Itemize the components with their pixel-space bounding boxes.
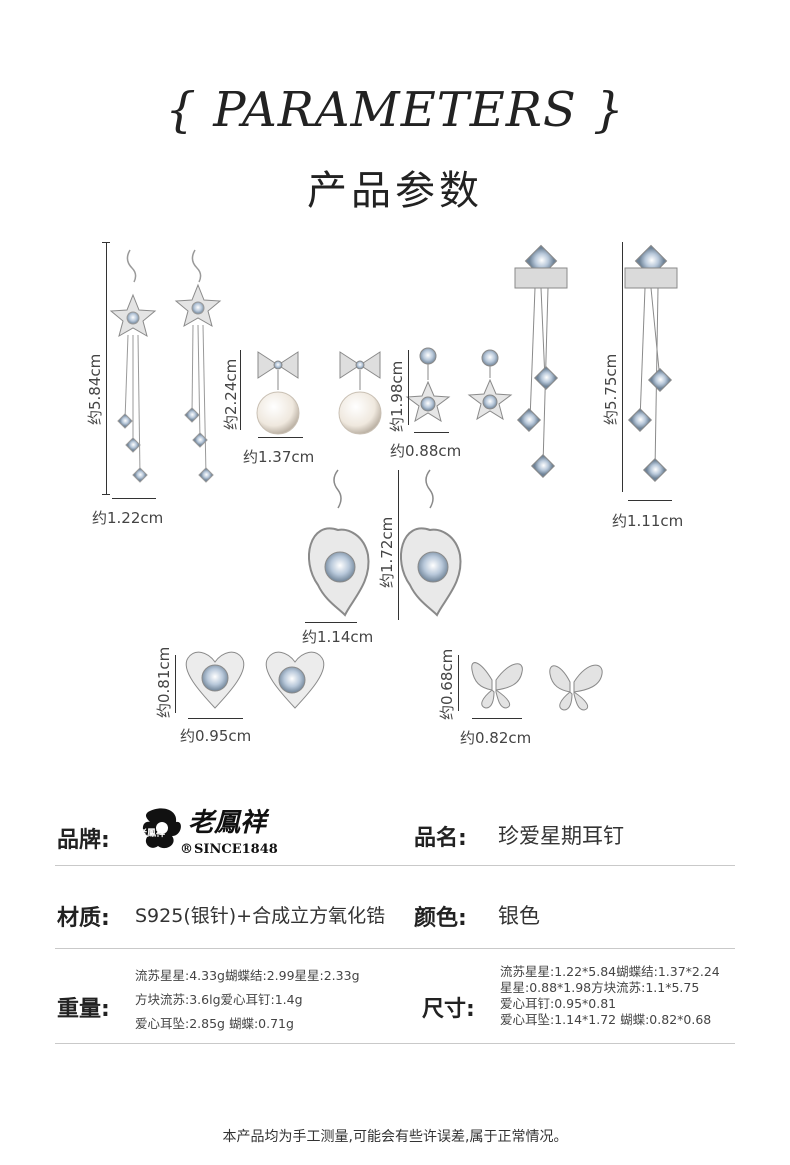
heart-stud-earring-left [185,651,245,709]
square-tassel-earring-right [624,244,678,483]
heart-stud-earring-right [265,651,325,709]
size-line: 爱心耳钉:0.95*0.81 [500,996,617,1011]
dim-tick [102,494,110,495]
size-list: 流苏星星:1.22*5.84蝴蝶结:1.37*2.24 星星:0.88*1.98… [500,964,720,1028]
weight-list: 流苏星星:4.33g蝴蝶结:2.99星星:2.33g 方块流苏:3.6lg爱心耳… [135,968,360,1032]
tassel-star-earring-left [109,249,157,483]
dim-line-square-tassel-h [622,242,623,492]
dim-line-bow-h [240,350,241,430]
weight-line: 方块流苏:3.6lg爱心耳钉:1.4g [135,992,303,1007]
earrings-illustration [109,244,678,711]
dim-line-butterfly-h [458,655,459,711]
material-label: 材质: [57,906,110,931]
dim-butterfly-width: 约0.82cm [460,729,532,747]
square-tassel-earring-left [514,244,568,479]
dim-line-butterfly-w [472,718,522,719]
dim-line-square-tassel-w [628,500,672,501]
star-earring-left [405,347,451,423]
size-line: 爱心耳坠:1.14*1.72 蝴蝶:0.82*0.68 [500,1012,712,1027]
dim-line-bow-w [258,437,303,438]
weight-label: 重量: [57,997,110,1022]
weight-line: 流苏星星:4.33g蝴蝶结:2.99星星:2.33g [135,968,360,983]
dim-line-tassel-star-w [112,498,156,499]
dim-line-heart-drop-h [398,470,399,620]
dim-tassel-star-width: 约1.22cm [92,509,164,527]
dim-line-heart-stud-h [175,655,176,713]
name-value: 珍爱星期耳钉 [498,824,624,848]
heart-drop-earring-left [307,469,370,617]
title-chinese: 产品参数 [307,168,483,214]
brand-registered-mark: ® [180,842,193,857]
brand-since: SINCE1848 [194,842,278,857]
heart-drop-earring-right [399,469,462,617]
dim-star-height: 约1.98cm [388,360,406,432]
title-english: { PARAMETERS } [165,82,625,138]
dim-bow-height: 约2.24cm [222,358,240,430]
dim-bow-width: 约1.37cm [243,448,315,466]
phoenix-logo-icon [142,808,181,849]
color-value: 银色 [498,904,540,928]
dim-tick [102,242,110,243]
brand-label: 品牌: [57,828,110,853]
dim-tassel-star-height: 约5.84cm [86,353,104,425]
tassel-star-earring-right [174,249,222,483]
star-earring-right [467,349,513,421]
dim-butterfly-height: 约0.68cm [438,648,456,720]
size-line: 流苏星星:1.22*5.84蝴蝶结:1.37*2.24 [500,964,720,979]
brand-logo: 老鳳祥 老鳳祥 ® SINCE1848 [138,802,288,862]
butterfly-earring-right [549,664,603,711]
dim-line-heart-drop-w [305,622,357,623]
divider [55,1043,735,1044]
dim-heart-stud-height: 约0.81cm [155,646,173,718]
butterfly-earring-left [471,662,523,709]
footer-note: 本产品均为手工测量,可能会有些许误差,属于正常情况。 [222,1129,568,1145]
color-label: 颜色: [414,906,467,931]
bow-pearl-earring-left [256,351,300,435]
divider [55,948,735,949]
dim-square-tassel-height: 约5.75cm [602,353,620,425]
dim-heart-stud-width: 约0.95cm [180,727,252,745]
size-label: 尺寸: [422,997,475,1022]
divider [55,865,735,866]
dim-square-tassel-width: 约1.11cm [612,512,684,530]
name-label: 品名: [414,826,467,851]
weight-line: 爱心耳坠:2.85g 蝴蝶:0.71g [135,1016,294,1031]
dim-heart-drop-height: 约1.72cm [378,516,396,588]
dim-line-tassel-star-h [106,242,107,494]
dim-line-star-w [414,432,449,433]
size-line: 星星:0.88*1.98方块流苏:1.1*5.75 [500,980,700,995]
dim-line-star-h [408,350,409,425]
dim-heart-drop-width: 约1.14cm [302,628,374,646]
dim-line-heart-stud-w [188,718,243,719]
dim-star-width: 约0.88cm [390,442,462,460]
brand-name: 老鳳祥 [188,808,267,838]
bow-pearl-earring-right [338,351,382,435]
material-value: S925(银针)+合成立方氧化锆 [135,905,386,927]
brand-logo-small-text: 老鳳祥 [138,829,166,839]
